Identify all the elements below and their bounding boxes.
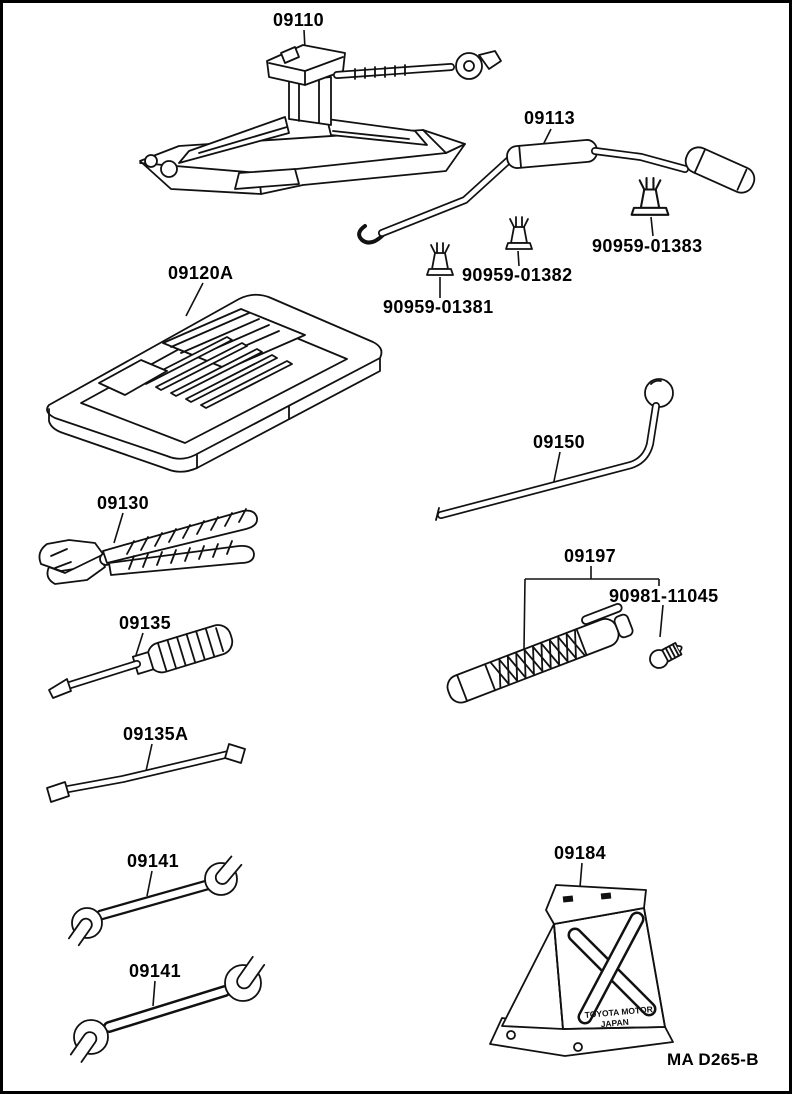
drawing-code: MA D265-B: [667, 1050, 759, 1069]
jack-drawing: [139, 44, 502, 195]
part-label-09197[interactable]: 09197: [564, 546, 617, 566]
wheel-nut-wrench-drawing: [435, 378, 674, 521]
clip-drawing-90959-01382: [505, 216, 533, 250]
part-label-09150[interactable]: 09150: [533, 432, 586, 452]
pliers-drawing: [38, 508, 258, 585]
clip-drawing-90959-01381: [426, 242, 454, 276]
wrench-small-drawing: [67, 854, 243, 947]
part-label-09110[interactable]: 09110: [273, 10, 325, 30]
wrench-large-drawing: [69, 955, 266, 1064]
tool-tray-drawing: [46, 293, 383, 473]
part-label-09130[interactable]: 09130: [97, 493, 150, 513]
part-label-90959-01383[interactable]: 90959-01383: [592, 236, 703, 256]
part-label-09135A[interactable]: 09135A: [123, 724, 189, 744]
screwdriver-drawing: [48, 624, 234, 699]
wheel-chock-drawing: TOYOTA MOTOR JAPAN: [489, 884, 674, 1057]
part-label-90959-01382[interactable]: 90959-01382: [462, 265, 573, 285]
jack-handle-drawing: [357, 139, 756, 245]
clip-drawing-90959-01383: [630, 176, 670, 216]
part-label-09141-1[interactable]: 09141: [127, 851, 180, 871]
chock-brand-text-line2: JAPAN: [600, 1017, 629, 1029]
part-label-90959-01381[interactable]: 90959-01381: [383, 297, 494, 317]
part-label-09141-2[interactable]: 09141: [129, 961, 182, 981]
bulb-drawing: [649, 642, 683, 669]
part-label-90981-11045[interactable]: 90981-11045: [609, 586, 719, 606]
part-label-09120A[interactable]: 09120A: [168, 263, 234, 283]
offset-screwdriver-drawing: [46, 743, 246, 803]
part-label-09135[interactable]: 09135: [119, 613, 172, 633]
part-label-09184[interactable]: 09184: [554, 843, 607, 863]
flashlight-drawing: [446, 602, 634, 704]
diagram-art: TOYOTA MOTOR JAPAN: [38, 29, 756, 1064]
leader-lines: [113, 29, 664, 1007]
part-label-09113[interactable]: 09113: [524, 108, 576, 128]
